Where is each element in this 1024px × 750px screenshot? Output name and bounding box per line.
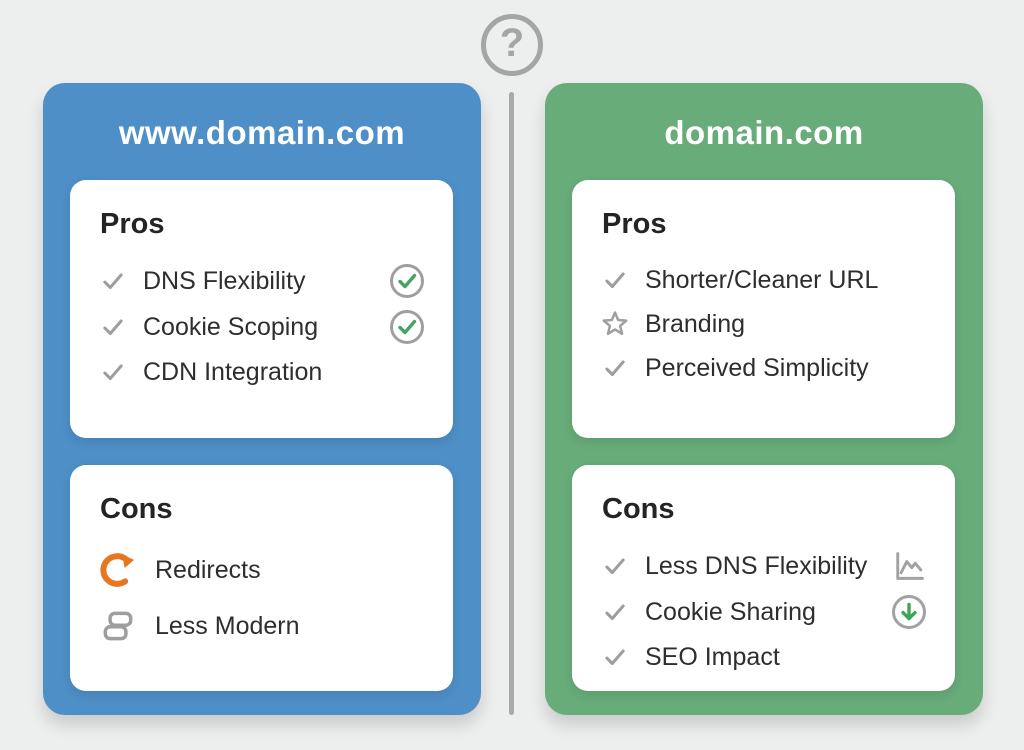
item-label: CDN Integration [143,357,323,386]
www-domain-panel: www.domain.com Pros DNS Flexibility [43,83,481,715]
item-label: Cookie Sharing [645,597,816,626]
domain-pros-card: Pros Shorter/Cleaner URL Branding [572,180,955,438]
declining-chart-icon [891,548,927,584]
check-circle-icon [389,309,425,345]
item-label: Cookie Scoping [143,312,319,341]
redirect-arrow-icon [98,550,138,590]
list-item: CDN Integration [98,355,425,389]
item-label: Shorter/Cleaner URL [645,265,879,294]
list-item: Less DNS Flexibility [600,548,927,584]
www-cons-card: Cons Redirects Less Modern [70,465,453,691]
pros-list: DNS Flexibility Cookie Scoping [98,263,425,389]
list-item: Redirects [98,550,425,590]
star-icon [600,309,630,339]
check-icon [600,353,630,383]
check-icon [600,265,630,295]
question-glyph: ? [499,21,525,65]
domain-cons-card: Cons Less DNS Flexibility Cookie Sharin [572,465,955,691]
cons-list: Redirects Less Modern [98,550,425,646]
question-mark-icon: ? [481,14,543,76]
pros-heading: Pros [602,208,667,240]
item-label: DNS Flexibility [143,266,306,295]
item-label: Less DNS Flexibility [645,551,868,580]
www-pros-card: Pros DNS Flexibility Cookie Scoping [70,180,453,438]
list-item: Perceived Simplicity [600,351,927,385]
arrow-down-circle-icon [891,594,927,630]
list-item: Cookie Sharing [600,594,927,630]
check-icon [600,642,630,672]
list-item: DNS Flexibility [98,263,425,299]
item-label: Branding [645,309,746,338]
check-icon [600,597,630,627]
cons-list: Less DNS Flexibility Cookie Sharing [600,548,927,674]
cons-heading: Cons [100,493,173,525]
pros-list: Shorter/Cleaner URL Branding Perceived S… [600,263,927,385]
check-icon [98,357,128,387]
list-item: SEO Impact [600,640,927,674]
divider-line [509,92,514,715]
check-icon [98,266,128,296]
domain-panel: domain.com Pros Shorter/Cleaner URL Bran… [545,83,983,715]
item-label: SEO Impact [645,642,780,671]
panel-title-www: www.domain.com [118,114,406,151]
pros-heading: Pros [100,208,165,240]
item-label: Perceived Simplicity [645,353,869,382]
check-icon [600,551,630,581]
item-label: Redirects [155,555,261,584]
layers-icon [98,606,138,646]
panel-title-domain: domain.com [664,114,864,151]
cons-heading: Cons [602,493,675,525]
list-item: Shorter/Cleaner URL [600,263,927,297]
list-item: Branding [600,307,927,341]
check-circle-icon [389,263,425,299]
list-item: Less Modern [98,606,425,646]
check-icon [98,312,128,342]
list-item: Cookie Scoping [98,309,425,345]
item-label: Less Modern [155,611,300,640]
